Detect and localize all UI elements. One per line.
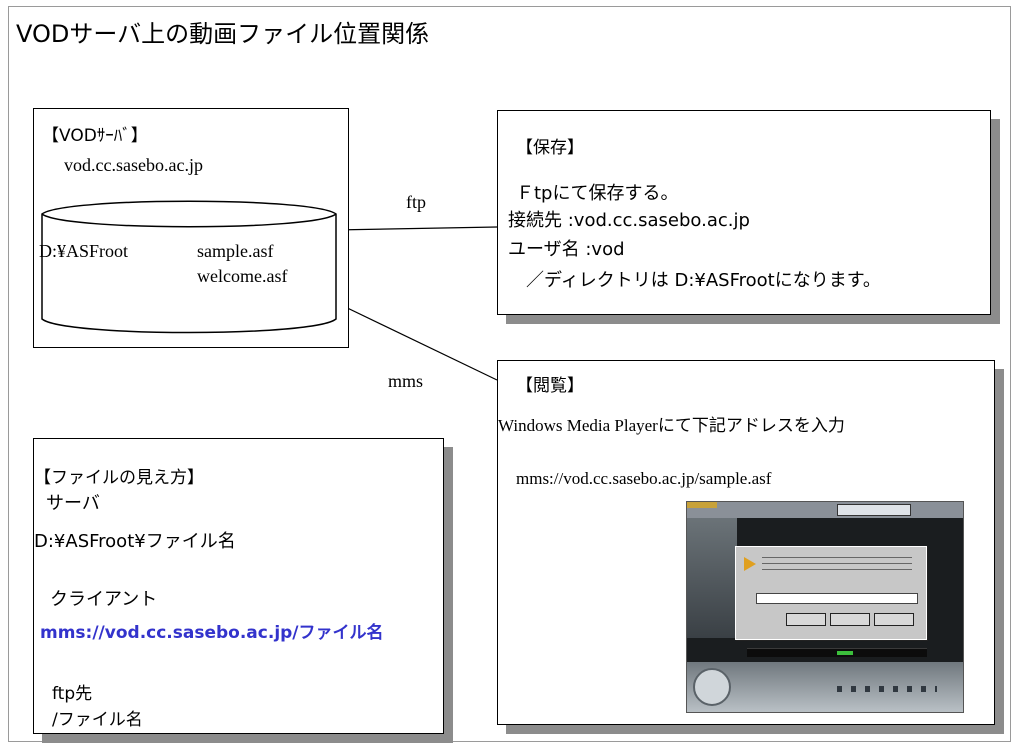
view-heading: 【閲覧】	[516, 376, 584, 396]
vod-server-heading: 【VODｻｰﾊﾞ】	[42, 126, 148, 146]
file-view-box: 【ファイルの見え方】 サーバ D:¥ASFroot¥ファイル名 クライアント m…	[33, 438, 444, 734]
vod-server-box: 【VODｻｰﾊﾞ】 vod.cc.sasebo.ac.jp D:¥ASFroot…	[33, 108, 349, 348]
server-file-welcome: welcome.asf	[197, 266, 288, 286]
server-label: サーバ	[46, 493, 100, 514]
file-view-heading: 【ファイルの見え方】	[34, 468, 204, 488]
player-side-panel	[687, 518, 737, 638]
media-player-screenshot	[686, 501, 964, 713]
open-url-dialog	[735, 546, 927, 640]
player-toolbar	[687, 502, 963, 518]
dialog-browse-button	[874, 613, 914, 626]
ftp-path: /ファイル名	[52, 710, 143, 730]
save-box: 【保存】 Ｆtpにて保存する。 接続先 :vod.cc.sasebo.ac.jp…	[497, 110, 991, 315]
client-label: クライアント	[50, 589, 158, 610]
server-file-sample: sample.asf	[197, 241, 274, 261]
player-control-dots	[837, 686, 937, 692]
view-box: 【閲覧】 Windows Media Playerにて下記アドレスを入力 mms…	[497, 360, 995, 725]
dialog-ok-button	[786, 613, 826, 626]
player-titlebar-accent	[687, 502, 717, 508]
save-line-1: Ｆtpにて保存する。	[516, 183, 679, 204]
save-heading: 【保存】	[516, 138, 584, 158]
view-instruction: Windows Media Playerにて下記アドレスを入力	[498, 416, 845, 435]
save-line-3: ユーザ名 :vod	[508, 239, 625, 260]
ftp-label: ftp先	[52, 684, 93, 704]
dialog-url-field	[756, 593, 918, 604]
player-status-bar	[747, 648, 927, 657]
dialog-text-lines	[762, 555, 912, 573]
vod-server-host: vod.cc.sasebo.ac.jp	[64, 155, 203, 175]
slide-title: VODサーバ上の動画ファイル位置関係	[16, 20, 430, 48]
mms-protocol-label: mms	[388, 371, 424, 391]
player-status-text	[837, 651, 853, 655]
view-url: mms://vod.cc.sasebo.ac.jp/sample.asf	[516, 469, 772, 488]
play-button-icon	[693, 668, 731, 706]
save-line-4: ／ディレクトリは D:¥ASFrootになります。	[526, 270, 881, 291]
slide-frame	[8, 6, 1011, 742]
dialog-cancel-button	[830, 613, 870, 626]
server-path: D:¥ASFroot¥ファイル名	[34, 531, 236, 552]
server-root-path: D:¥ASFroot	[39, 241, 129, 261]
save-line-2: 接続先 :vod.cc.sasebo.ac.jp	[508, 210, 750, 231]
client-path: mms://vod.cc.sasebo.ac.jp/ファイル名	[40, 623, 384, 643]
dialog-arrow-icon	[744, 557, 756, 571]
ftp-protocol-label: ftp	[406, 192, 426, 212]
player-address-combo	[837, 504, 911, 516]
